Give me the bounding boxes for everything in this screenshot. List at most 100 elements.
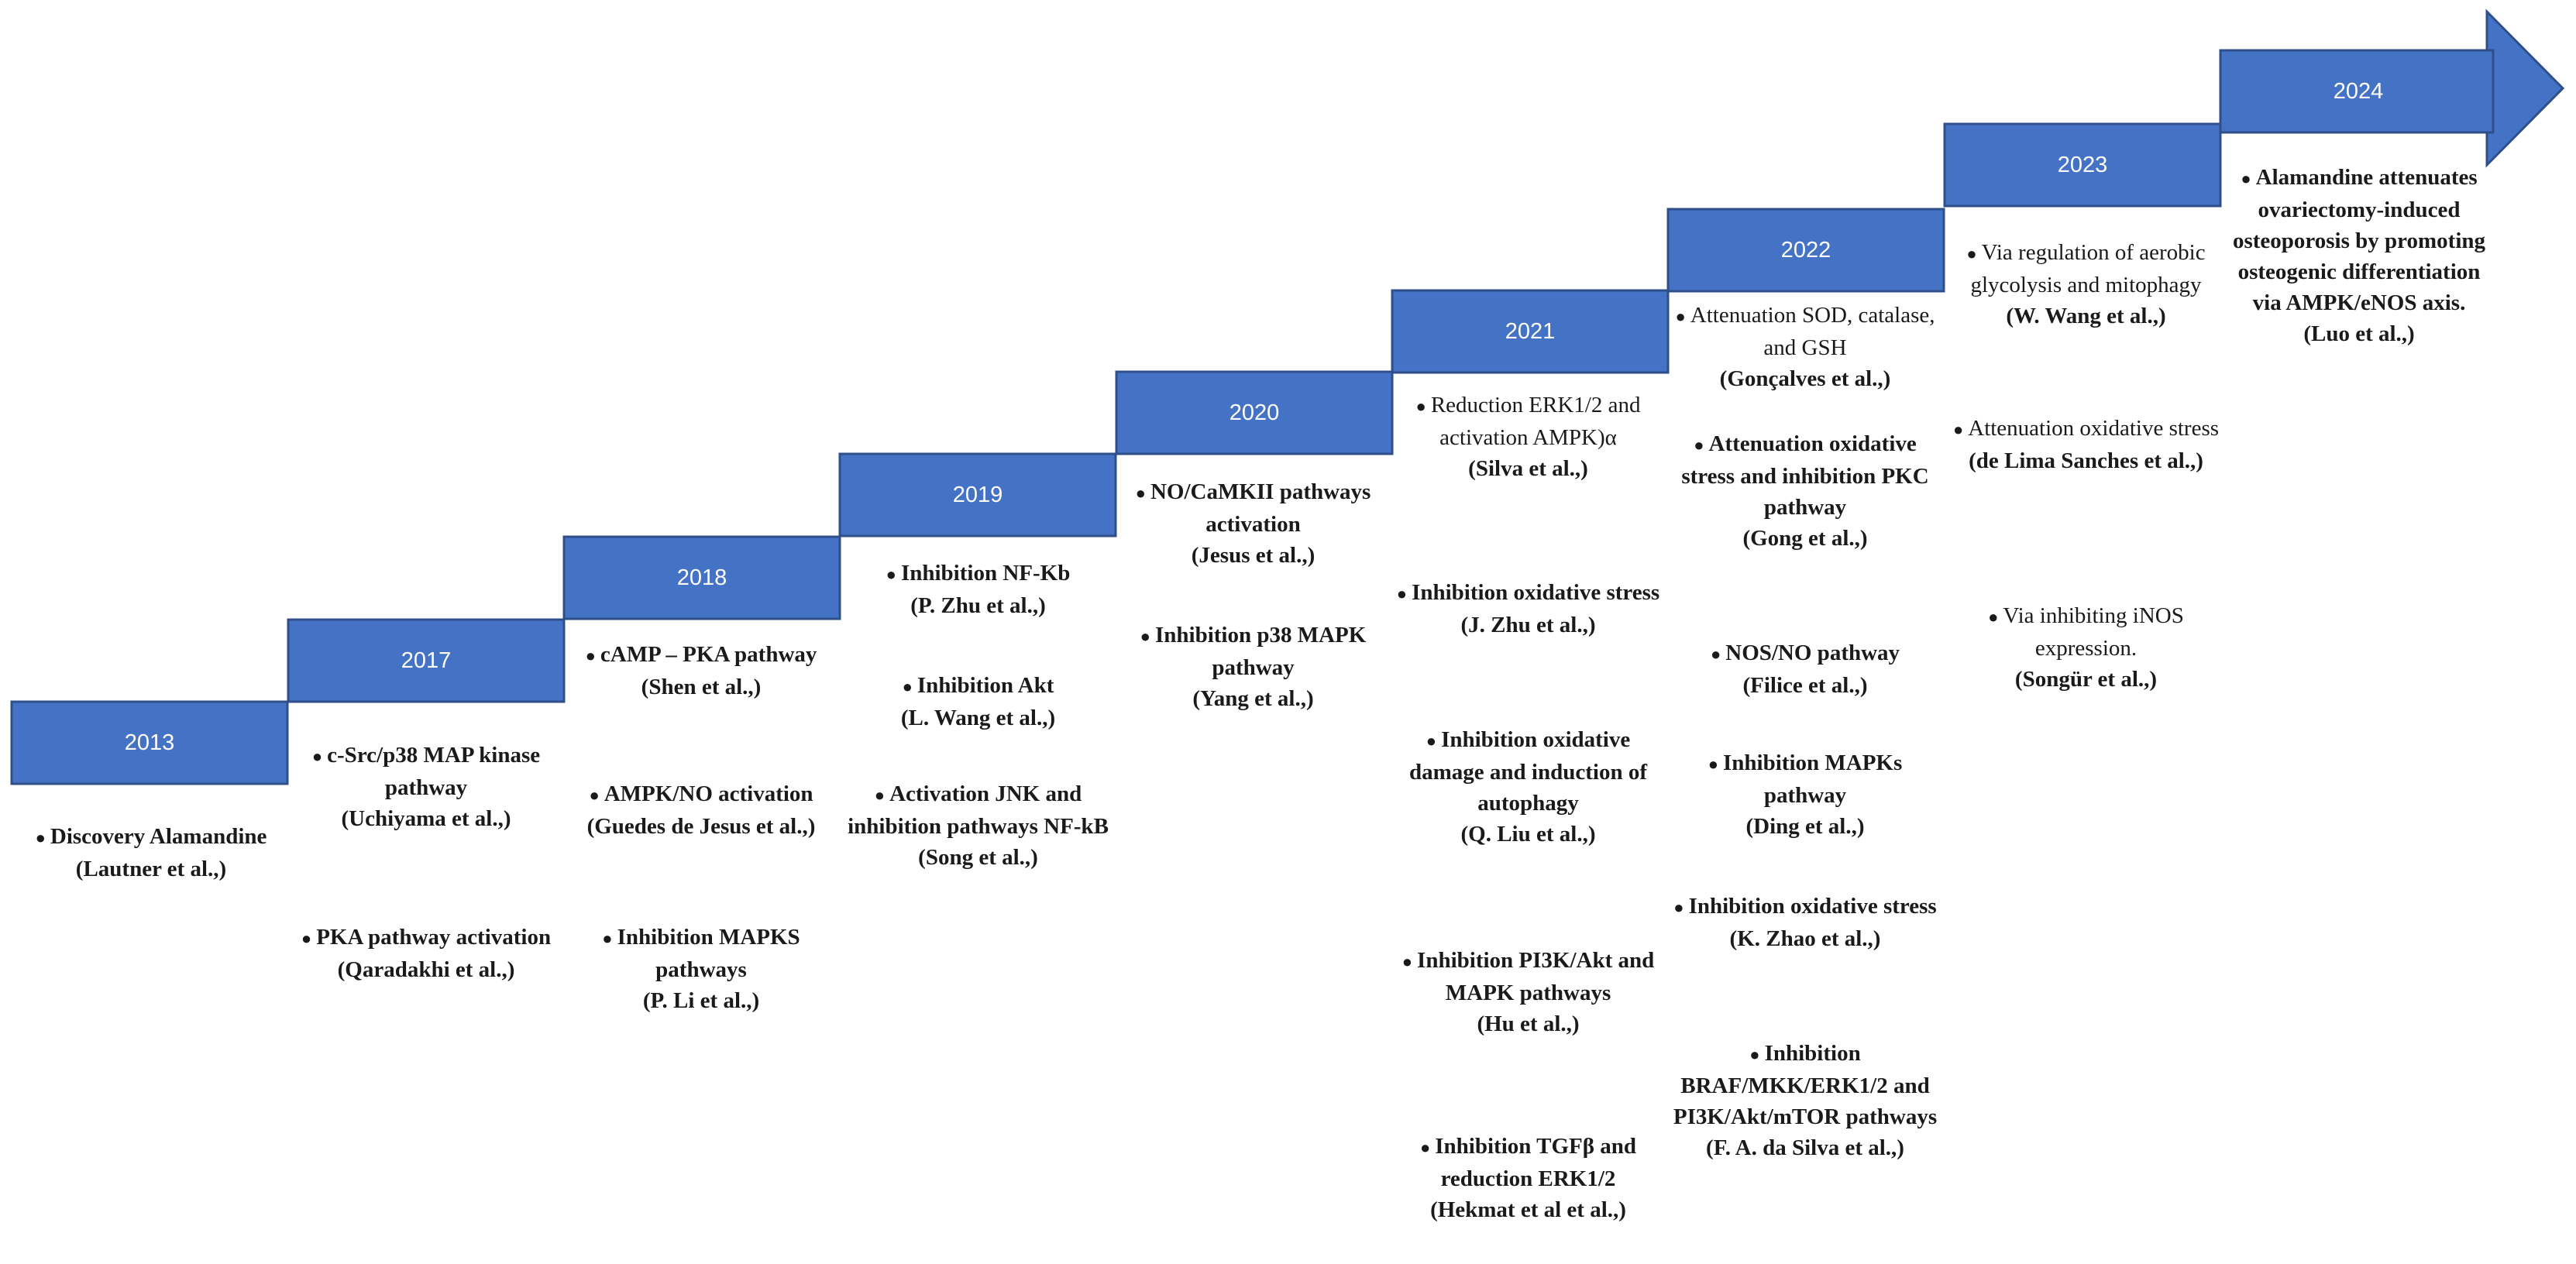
entry-text: Inhibition oxidative damage and inductio… [1409,727,1647,816]
entry-finding: ●NOS/NO pathway [1666,637,1945,670]
entry-reference: (Filice et al.,) [1742,673,1868,699]
year-step-2020 [1115,370,1394,455]
year-label-2019: 2019 [952,482,1003,507]
timeline-entry: ●Via regulation of aerobic glycolysis an… [1952,237,2220,331]
timeline-entry: ●Alamandine attenuates ovariectomy-induc… [2231,162,2487,349]
entry-finding: ●Inhibition TGFβ and reduction ERK1/2 [1395,1131,1662,1194]
entry-text: Attenuation oxidative stress [1968,416,2220,441]
year-step-2019 [838,452,1117,538]
bullet-icon: ● [902,677,913,697]
entry-reference: (Uchiyama et al.,) [341,806,511,832]
timeline-entry: ●Reduction ERK1/2 and activation AMPK)α(… [1395,390,1662,484]
year-label-2017: 2017 [401,647,452,673]
bullet-icon: ● [602,929,613,949]
entry-text: cAMP – PKA pathway [600,642,817,667]
year-label-2020: 2020 [1229,400,1280,425]
entry-reference: (Hu et al.,) [1477,1012,1580,1037]
entry-reference: (Ding et al.,) [1745,814,1865,840]
entry-reference: (P. Li et al.,) [642,988,760,1014]
entry-reference: (Lautner et al.,) [75,857,227,882]
entry-text: Inhibition TGFβ and reduction ERK1/2 [1435,1134,1637,1192]
entry-reference: (Song et al.,) [918,845,1038,871]
entry-finding: ●PKA pathway activation [298,922,554,954]
entry-text: Inhibition p38 MAPK pathway [1154,623,1367,681]
entry-finding: ●Attenuation SOD, catalase, and GSH [1666,300,1945,363]
entry-reference: (Luo et al.,) [2303,321,2415,347]
timeline-entry: ●Inhibition p38 MAPK pathway (Yang et al.… [1119,620,1387,714]
year-step-2024 [2219,49,2498,134]
timeline-entry: ●Discovery Alamandine(Lautner et al.,) [35,821,267,884]
bullet-icon: ● [1396,584,1408,604]
timeline-entry: ●Inhibition NF-Kb(P. Zhu et al.,) [844,558,1112,621]
entry-finding: ●c-Src/p38 MAP kinase pathway [298,740,554,803]
entry-finding: ●Inhibition NF-Kb [844,558,1112,590]
entry-text: Inhibition MAPKs pathway [1723,750,1903,809]
timeline-entry: ●Inhibition Akt(L. Wang et al.,) [844,670,1112,733]
timeline-entry: ●Activation JNK and inhibition pathways … [844,778,1112,873]
bullet-icon: ● [1415,397,1426,417]
entry-finding: ●Inhibition p38 MAPK pathway [1119,620,1387,683]
bullet-icon: ● [311,747,323,767]
entry-text: Inhibition NF-Kb [900,561,1071,586]
entry-text: c-Src/p38 MAP kinase pathway [327,743,541,801]
entry-reference: (J. Zhu et al.,) [1460,613,1596,638]
timeline-entry: ●cAMP – PKA pathway (Shen et al.,) [566,639,837,702]
timeline-entry: ●NO/CaMKII pathways activation (Jesus et … [1119,476,1387,571]
entry-reference: (Jesus et al.,) [1191,543,1316,568]
entry-text: Activation JNK and inhibition pathways N… [848,781,1109,840]
bullet-icon: ● [1401,952,1413,972]
entry-text: NO/CaMKII pathways activation [1150,479,1371,538]
timeline-entry: ●Via inhibiting iNOS expression.(Songür … [1952,600,2220,695]
bullet-icon: ● [1673,898,1684,918]
timeline-entry: ●Inhibition PI3K/Akt and MAPK pathways (H… [1395,945,1662,1039]
bullet-icon: ● [2241,169,2251,189]
bullet-icon: ● [1135,483,1146,503]
timeline-entry: ●Inhibition oxidative damage and inducti… [1395,724,1662,850]
entry-reference: (Hekmat et al et al.,) [1430,1197,1626,1223]
bullet-icon: ● [886,565,896,585]
bullet-icon: ● [874,785,886,805]
entry-text: Via inhibiting iNOS expression. [2003,603,2184,661]
entry-finding: ●Activation JNK and inhibition pathways … [844,778,1112,842]
timeline-entry: ●Attenuation oxidative stress(de Lima Sa… [1952,413,2220,476]
entry-text: Inhibition PI3K/Akt and MAPK pathways [1417,948,1655,1006]
bullet-icon: ● [301,929,312,949]
entry-finding: ●Via regulation of aerobic glycolysis an… [1952,237,2220,301]
timeline-entry: ●AMPK/NO activation(Guedes de Jesus et a… [566,778,837,842]
entry-text: Via regulation of aerobic glycolysis and… [1970,240,2206,298]
entry-reference: (K. Zhao et al.,) [1729,926,1881,952]
entry-reference: (W. Wang et al.,) [2006,304,2166,329]
entry-text: Inhibition oxidative stress [1412,580,1660,605]
year-step-2022 [1666,208,1945,293]
bullet-icon: ● [1675,307,1686,327]
entry-text: NOS/NO pathway [1725,641,1900,665]
entry-text: Inhibition Akt [917,673,1054,698]
entry-finding: ●AMPK/NO activation [566,778,837,811]
entry-finding: ●Attenuation oxidative stress [1952,413,2220,445]
year-label-2021: 2021 [1505,318,1556,344]
year-step-2013 [10,700,289,785]
entry-finding: ●cAMP – PKA pathway [566,639,837,672]
year-step-2017 [287,618,566,703]
timeline-entry: ●Attenuation oxidative stress and inhibi… [1666,428,1945,554]
entry-text: Inhibition BRAF/MKK/ERK1/2 and PI3K/Akt/… [1673,1041,1938,1130]
entry-finding: ●Inhibition MAPKS pathways [566,922,837,985]
entry-reference: (Yang et al.,) [1192,686,1314,712]
entry-finding: ●Inhibition oxidative stress [1395,577,1662,610]
entry-reference: (Shen et al.,) [641,675,762,700]
entry-finding: ●Inhibition Akt [844,670,1112,702]
bullet-icon: ● [1419,1138,1431,1158]
entry-finding: ●Alamandine attenuates ovariectomy-induc… [2231,162,2487,318]
year-label-2018: 2018 [676,565,727,590]
year-label-2013: 2013 [124,730,175,755]
year-label-2024: 2024 [2333,78,2384,104]
year-step-2021 [1391,289,1670,374]
entry-text: Inhibition MAPKS pathways [617,925,800,983]
year-label-2022: 2022 [1780,237,1831,263]
entry-finding: ●Inhibition PI3K/Akt and MAPK pathways [1395,945,1662,1008]
entry-finding: ●Inhibition BRAF/MKK/ERK1/2 and PI3K/Akt… [1666,1038,1945,1132]
timeline-entry: ●Attenuation SOD, catalase, and GSH(Gonç… [1666,300,1945,394]
timeline-entry: ●Inhibition BRAF/MKK/ERK1/2 and PI3K/Akt… [1666,1038,1945,1163]
